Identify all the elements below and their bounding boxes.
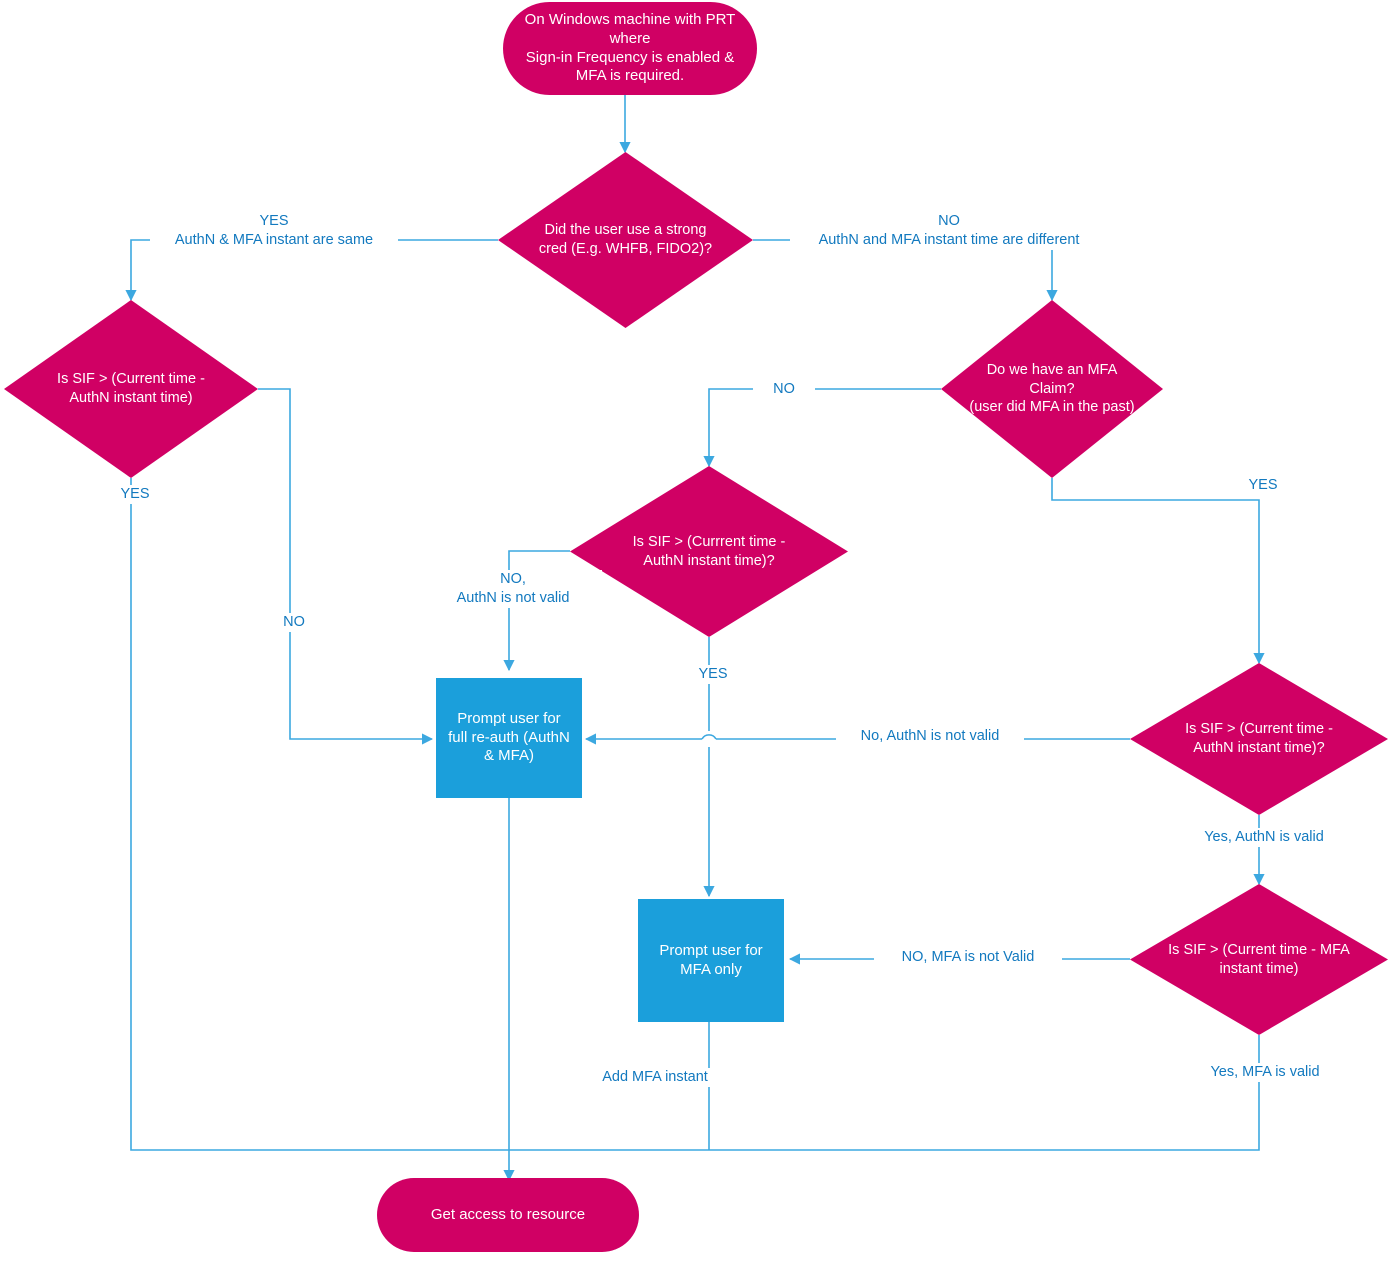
diamond-shape	[4, 300, 258, 478]
node-sif-mfa-right-decision[interactable]: Is SIF > (Current time - MFA instant tim…	[1130, 884, 1388, 1035]
node-mfa-claim-label: Do we have an MFA Claim? (user did MFA i…	[969, 361, 1135, 416]
edge-label-add-mfa-instant: Add MFA instant	[586, 1068, 724, 1087]
edge-label-right-yes-authn: Yes, AuthN is valid	[1181, 828, 1347, 847]
edge-hop-jump	[701, 734, 717, 740]
node-strong-cred-label: Did the user use a strong cred (E.g. WHF…	[538, 222, 713, 257]
edge-mfa-claim-no	[703, 388, 941, 468]
edge-label-claim-no: NO	[753, 380, 815, 399]
node-sif-mfa-right-label: Is SIF > (Current time - MFA instant tim…	[1168, 941, 1350, 977]
edge-label-left-yes: YES	[104, 485, 166, 504]
node-mfa-claim-decision[interactable]: Do we have an MFA Claim? (user did MFA i…	[941, 300, 1163, 478]
edge-label-no-different: NO AuthN and MFA instant time are differ…	[790, 212, 1108, 250]
diamond-shape	[1130, 884, 1388, 1035]
node-strong-cred-decision[interactable]: Did the user use a strong cred (E.g. WHF…	[498, 152, 753, 328]
edge-label-left-no: NO	[263, 613, 325, 632]
edge-label-right-yes-mfa: Yes, MFA is valid	[1186, 1063, 1344, 1082]
node-sif-authn-right-label: Is SIF > (Current time - AuthN instant t…	[1185, 721, 1333, 756]
node-full-reauth-label: Prompt user for full re-auth (AuthN & MF…	[448, 709, 570, 765]
node-start-terminator[interactable]: On Windows machine with PRT where Sign-i…	[503, 2, 757, 95]
diamond-shape	[570, 466, 848, 637]
node-end-label: Get access to resource	[430, 1205, 586, 1223]
diamond-shape	[498, 152, 753, 328]
edge-label-right-no-mfa: NO, MFA is not Valid	[874, 948, 1062, 967]
node-sif-authn-left-decision[interactable]: Is SIF > (Current time - AuthN instant t…	[4, 300, 258, 478]
edge-label-yes-same: YES AuthN & MFA instant are same	[150, 212, 398, 250]
node-sif-authn-mid-label: Is SIF > (Currrent time - AuthN instant …	[632, 533, 786, 569]
node-sif-authn-mid-decision[interactable]: Is SIF > (Currrent time - AuthN instant …	[570, 466, 848, 637]
edge-label-mid-yes: YES	[682, 665, 744, 684]
edge-mid-sif-no	[503, 550, 570, 672]
edge-label-mid-no: NO, AuthN is not valid	[424, 570, 602, 608]
node-start-label: On Windows machine with PRT where Sign-i…	[524, 11, 736, 85]
diamond-shape	[941, 300, 1163, 478]
diamond-shape	[1130, 663, 1388, 815]
node-end-terminator[interactable]: Get access to resource	[377, 1178, 639, 1252]
edge-mfa-claim-yes	[1051, 478, 1265, 665]
edge-right-sif-mfa-yes	[509, 1035, 1260, 1151]
edge-left-sif-no	[258, 388, 434, 745]
node-mfa-only-label: Prompt user for MFA only	[659, 941, 763, 978]
node-sif-authn-right-decision[interactable]: Is SIF > (Current time - AuthN instant t…	[1130, 663, 1388, 815]
edge-label-right-no-authn: No, AuthN is not valid	[836, 727, 1024, 746]
edge-label-claim-yes: YES	[1232, 476, 1294, 495]
node-sif-authn-left-label: Is SIF > (Current time - AuthN instant t…	[57, 371, 205, 406]
node-mfa-only-process[interactable]: Prompt user for MFA only	[638, 899, 784, 1022]
node-full-reauth-process[interactable]: Prompt user for full re-auth (AuthN & MF…	[436, 678, 582, 798]
